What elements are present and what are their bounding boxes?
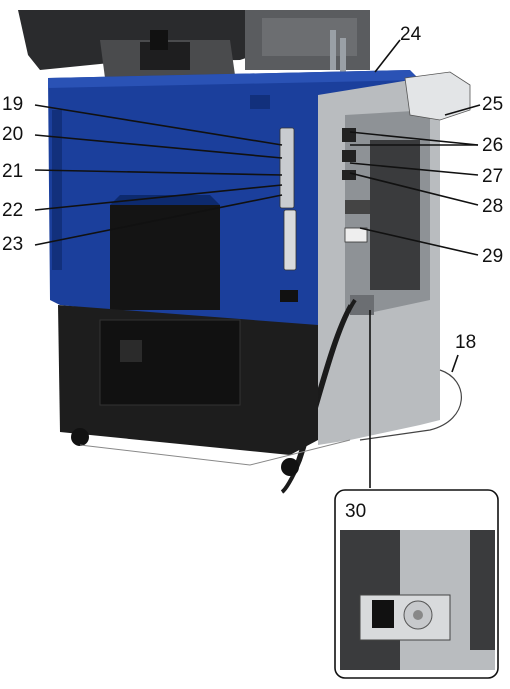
callout-24: 24 <box>400 24 422 45</box>
callout-30: 30 <box>345 501 366 522</box>
inset-power-inlet <box>334 489 499 679</box>
callout-18: 18 <box>455 332 476 353</box>
leader-lines <box>34 39 481 606</box>
controller-unit <box>280 71 471 494</box>
callout-labels: 18 19 20 21 22 23 24 25 26 27 28 29 30 <box>2 24 503 522</box>
top-unit <box>18 10 370 78</box>
callout-29: 29 <box>482 246 503 267</box>
callout-20: 20 <box>2 124 23 145</box>
callout-19: 19 <box>2 94 23 115</box>
callout-27: 27 <box>482 166 503 187</box>
callout-28: 28 <box>482 196 503 217</box>
black-base-cabinet <box>58 305 351 476</box>
callout-22: 22 <box>2 200 23 221</box>
callout-23: 23 <box>2 234 23 255</box>
callout-21: 21 <box>2 161 23 182</box>
callout-26: 26 <box>482 135 503 156</box>
callout-25: 25 <box>482 94 503 115</box>
